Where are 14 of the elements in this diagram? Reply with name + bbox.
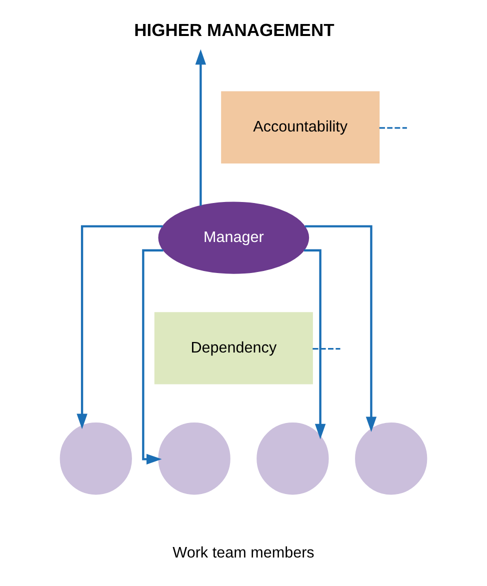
arrow xyxy=(195,49,206,206)
node-text: HIGHER MANAGEMENT xyxy=(134,20,334,40)
connector xyxy=(379,127,407,129)
node-box: Dependency xyxy=(154,312,313,384)
arrow xyxy=(142,249,164,465)
node-circle xyxy=(158,422,230,495)
connector xyxy=(312,348,340,350)
node-ellipse: Manager xyxy=(158,202,310,274)
arrow xyxy=(304,225,377,432)
node-circle xyxy=(355,422,428,495)
node-circle xyxy=(60,422,132,495)
arrow xyxy=(76,225,163,430)
node-box: Accountability xyxy=(221,91,380,164)
label: Work team members xyxy=(172,544,314,562)
